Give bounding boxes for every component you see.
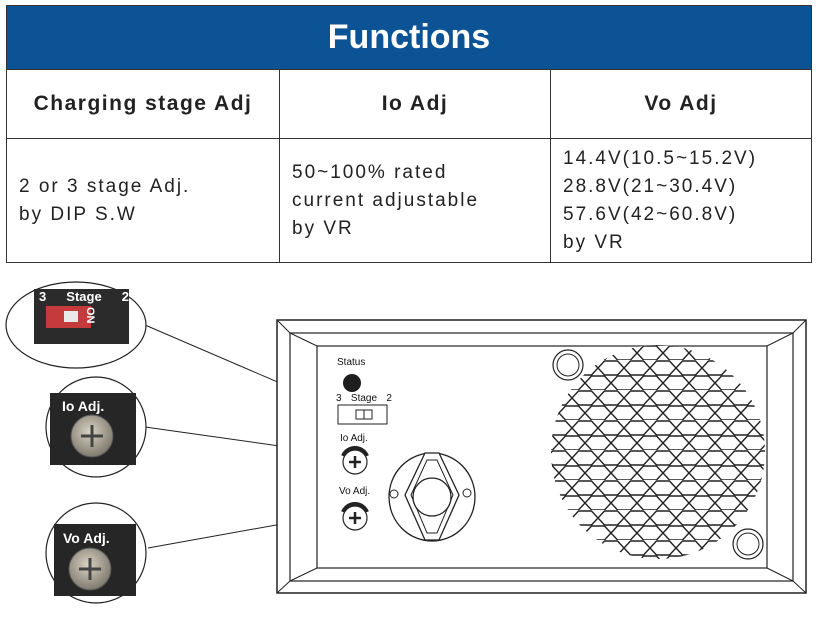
dip-on-label: ON (84, 307, 96, 324)
io-callout-label: Io Adj. (62, 398, 105, 414)
header-vo-adj: Vo Adj (550, 70, 811, 138)
functions-title: Functions (7, 6, 811, 69)
table-body-row: 2 or 3 stage Adj. by DIP S.W 50~100% rat… (7, 139, 811, 263)
cell-charging-stage: 2 or 3 stage Adj. by DIP S.W (19, 176, 191, 225)
stage-callout-label: 3 Stage 2 (39, 289, 129, 304)
status-label: Status (337, 357, 366, 368)
vo-callout-label: Vo Adj. (63, 530, 110, 546)
dip-switch-lever (64, 311, 78, 322)
cell-io-adj: 50~100% rated current adjustable by VR (279, 139, 550, 263)
panel-stage-label: 3 Stage 2 (336, 393, 392, 404)
functions-table: Functions Charging stage Adj Io Adj Vo A… (6, 5, 812, 263)
panel-io-label: Io Adj. (340, 433, 368, 444)
table-header-row: Charging stage Adj Io Adj Vo Adj (7, 69, 811, 139)
device-diagram (5, 281, 807, 604)
header-charging-stage: Charging stage Adj (33, 92, 253, 115)
cell-vo-adj: 14.4V(10.5~15.2V) 28.8V(21~30.4V) 57.6V(… (550, 139, 811, 263)
status-led (343, 374, 361, 392)
panel-vo-label: Vo Adj. (339, 486, 371, 497)
header-io-adj: Io Adj (279, 70, 550, 138)
